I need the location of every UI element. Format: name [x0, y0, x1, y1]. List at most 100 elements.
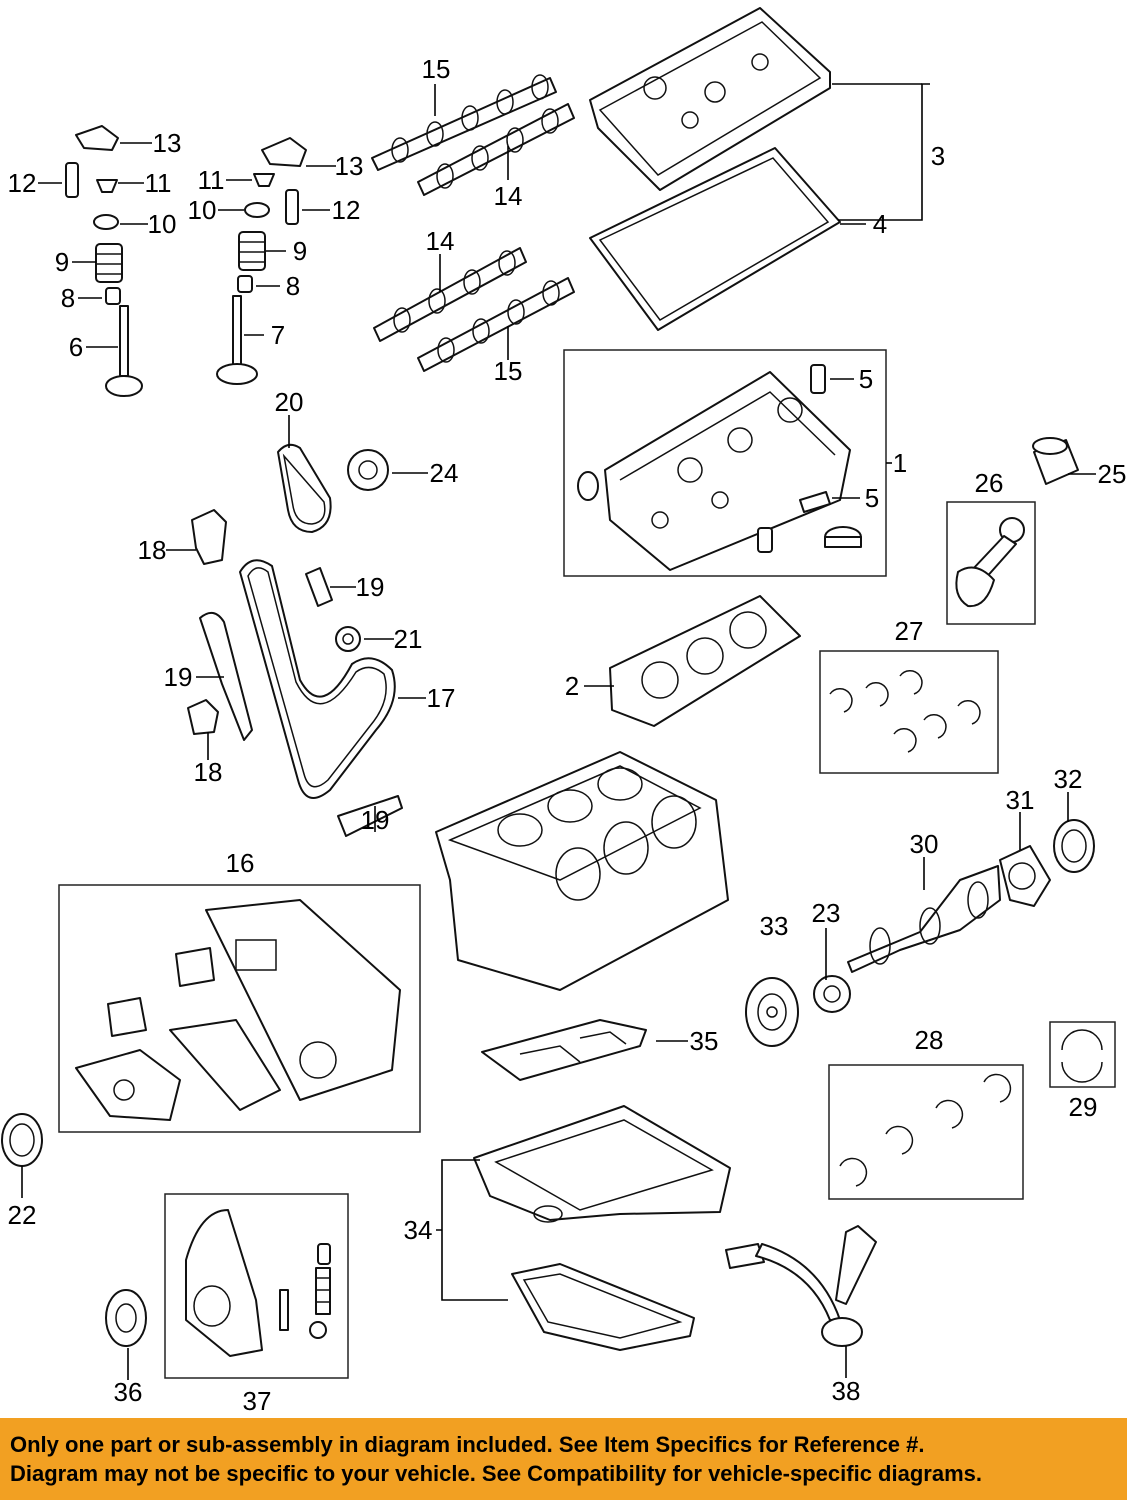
relief-valve-spring: [315, 1267, 331, 1315]
camshaft-lower-2: [417, 277, 575, 372]
callout-6: 6: [69, 332, 83, 362]
thrust-washers: [1061, 1029, 1103, 1083]
callout-18a: 18: [138, 535, 167, 565]
valve-seal-right: [237, 275, 253, 293]
callout-27: 27: [895, 616, 924, 646]
valve-spring-left: [95, 243, 123, 283]
rocker-arm-left: [75, 125, 119, 151]
front-seal: [1, 1113, 43, 1167]
seal-retainer: [999, 845, 1051, 907]
crankshaft: [847, 865, 1001, 973]
callout-8b: 8: [286, 271, 300, 301]
oil-pan-upper: [473, 1105, 731, 1223]
chain-tensioner-upper: [191, 509, 227, 565]
callout-19c: 19: [361, 805, 390, 835]
callout-19a: 19: [356, 572, 385, 602]
valve-cover: [589, 7, 831, 191]
group-box-timing-cover: [58, 884, 421, 1133]
callout-13a: 13: [153, 128, 182, 158]
callout-10b: 10: [148, 209, 177, 239]
relief-valve-pin: [279, 1289, 289, 1331]
crank-timing-gear: [813, 975, 851, 1013]
group-box-main-bearings: [828, 1064, 1024, 1200]
cylinder-head: [604, 371, 851, 571]
callout-30: 30: [910, 829, 939, 859]
callout-18b: 18: [194, 757, 223, 787]
cam-sprocket: [347, 449, 389, 491]
leader-lines: [21, 83, 1096, 1380]
exploded-engine-diagram: 15 14 3 4 13 13 12 11 11 12 10 10 9 9 8 …: [1, 7, 1127, 1416]
intake-valve: [216, 295, 258, 385]
camshaft-lower-1: [373, 247, 527, 342]
callout-17: 17: [427, 683, 456, 713]
callout-20: 20: [275, 387, 304, 417]
callout-4: 4: [873, 209, 887, 239]
oil-pump: [185, 1209, 263, 1357]
callout-24: 24: [430, 458, 459, 488]
disclaimer-line-2: Diagram may not be specific to your vehi…: [10, 1461, 982, 1486]
rear-main-seal: [1053, 819, 1095, 873]
callout-3: 3: [931, 141, 945, 171]
relief-valve-plug: [309, 1321, 327, 1339]
callout-32: 32: [1054, 764, 1083, 794]
disclaimer-line-1: Only one part or sub-assembly in diagram…: [10, 1432, 925, 1457]
callout-31: 31: [1006, 785, 1035, 815]
chain-guide-small: [305, 567, 333, 607]
spring-retainer-left: [93, 214, 119, 230]
callout-14a: 14: [494, 181, 523, 211]
callout-9a: 9: [55, 247, 69, 277]
plug-head: [824, 526, 862, 548]
callout-9b: 9: [293, 236, 307, 266]
pin-head-upper: [810, 364, 826, 394]
diagram-canvas: 15 14 3 4 13 13 12 11 11 12 10 10 9 9 8 …: [1, 7, 1127, 1416]
seal-head-left: [577, 471, 599, 501]
callout-11b: 11: [198, 165, 225, 195]
disclaimer-banner: Only one part or sub-assembly in diagram…: [0, 1418, 1127, 1500]
rod-bearings-set: [829, 669, 981, 753]
callout-7: 7: [271, 320, 285, 350]
rocker-arm-right: [261, 137, 307, 167]
callout-21: 21: [394, 624, 423, 654]
callout-35: 35: [690, 1026, 719, 1056]
piston: [1032, 437, 1079, 485]
crank-pulley: [745, 977, 799, 1047]
oil-pan-lower: [511, 1263, 695, 1351]
timing-chain-short: [277, 443, 332, 533]
callout-36: 36: [114, 1377, 143, 1407]
oil-pickup-tube: [725, 1225, 877, 1347]
engine-block: [435, 751, 729, 991]
valve-keeper-right: [253, 173, 275, 187]
main-bearings-set: [839, 1073, 1012, 1187]
timing-cover-assembly: [75, 899, 401, 1121]
connecting-rod: [955, 517, 1025, 608]
group-box-connecting-rod: [946, 501, 1036, 625]
callout-22: 22: [8, 1200, 37, 1230]
camshaft-upper-2: [417, 103, 575, 196]
callout-15b: 15: [494, 356, 523, 386]
spring-retainer-right: [244, 202, 270, 218]
group-box-oil-pump: [164, 1193, 349, 1379]
valve-spring-right: [238, 231, 266, 271]
group-box-thrust-washers: [1049, 1021, 1116, 1088]
relief-valve-plunger: [317, 1243, 331, 1265]
callout-1: 1: [893, 448, 907, 478]
timing-chain-main: [239, 559, 396, 799]
callout-12b: 12: [332, 195, 361, 225]
chain-guide-left: [199, 611, 253, 741]
valve-keeper-left: [96, 179, 118, 193]
callout-numbers: 15 14 3 4 13 13 12 11 11 12 10 10 9 9 8 …: [8, 54, 1127, 1416]
callout-5b: 5: [865, 483, 879, 513]
valve-cover-gasket: [589, 147, 841, 331]
callout-26: 26: [975, 468, 1004, 498]
callout-33: 33: [760, 911, 789, 941]
chain-tensioner-lower: [187, 699, 219, 735]
callout-11a: 11: [145, 168, 172, 198]
lash-adjuster-left: [65, 162, 79, 198]
callout-38: 38: [832, 1376, 861, 1406]
callout-23: 23: [812, 898, 841, 928]
camshaft-upper-1: [371, 74, 557, 171]
lash-adjuster-right: [285, 189, 299, 225]
oil-baffle: [481, 1019, 647, 1081]
head-gasket: [609, 595, 801, 727]
callout-29: 29: [1069, 1092, 1098, 1122]
